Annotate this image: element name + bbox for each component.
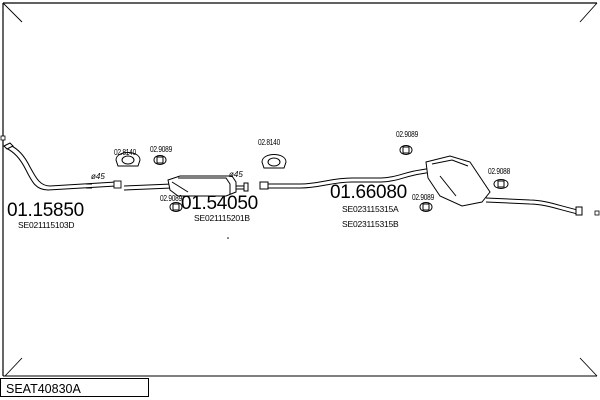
clamp-label-hanger-2: 02.9089: [160, 194, 182, 203]
diameter-label-2: ø45: [229, 170, 243, 179]
diameter-label-1: ø45: [91, 172, 105, 181]
front-pipe: [3, 142, 117, 191]
middle-silencer: [123, 175, 249, 197]
oem-ref-middle-silencer: SE021115201B: [194, 213, 250, 223]
clamp-label-hanger-4: 02.9089: [412, 193, 434, 202]
edge-marker-left: [0, 135, 6, 141]
rubber-hanger-3: [399, 145, 413, 155]
rubber-hanger-4: [419, 202, 433, 212]
rear-silencer: [425, 155, 583, 216]
clamp-label-gasket-1: 02.8140: [114, 148, 136, 157]
rubber-hanger-5: [493, 179, 509, 189]
front-pipe-flange: [113, 180, 122, 189]
clamp-label-hanger-5: 02.9088: [488, 167, 510, 176]
oem-ref-front-pipe: SE021115103D: [18, 220, 75, 230]
clamp-label-hanger-3: 02.9089: [396, 130, 418, 139]
gasket-clamp-1: [115, 152, 141, 167]
part-number-middle-silencer: 01.54050: [181, 193, 258, 214]
clamp-label-gasket-2: 02.8140: [258, 138, 280, 147]
connecting-pipe: [259, 167, 433, 190]
edge-marker-right: [594, 210, 600, 216]
oem-ref-rear-silencer-b: SE023115315B: [342, 219, 399, 229]
model-name-box: SEAT40830A: [0, 378, 149, 397]
model-name: SEAT40830A: [6, 382, 81, 396]
rubber-hanger-1: [153, 155, 167, 165]
part-number-rear-silencer: 01.66080: [330, 182, 407, 203]
rubber-hanger-2: [169, 202, 183, 212]
clamp-label-hanger-1: 02.9089: [150, 145, 172, 154]
gasket-clamp-2: [261, 154, 287, 169]
part-number-front-pipe: 01.15850: [7, 200, 84, 221]
oem-ref-rear-silencer-a: SE023115315A: [342, 204, 399, 214]
